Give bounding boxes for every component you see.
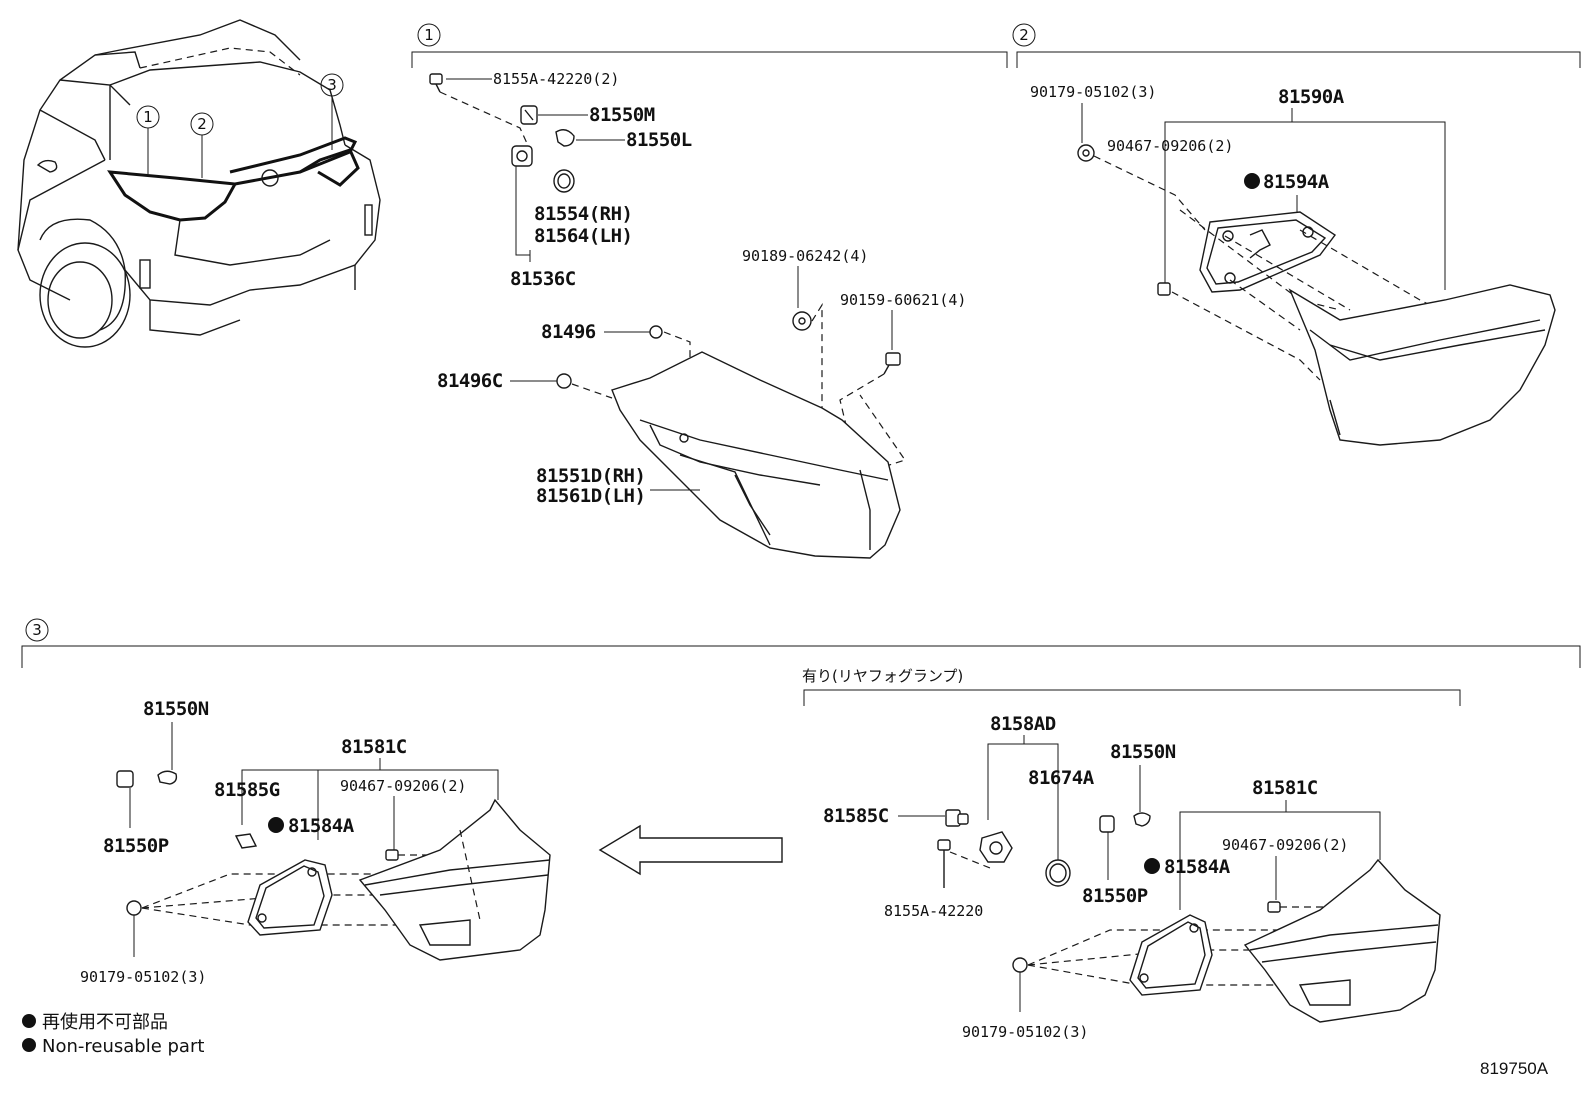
socket-icon [1099,815,1115,833]
label-90467-09206-s2: 90467-09206(2) [1107,137,1233,155]
direction-arrow [598,824,783,876]
cover-icon [945,809,969,827]
label-81594A: 81594A [1263,171,1330,193]
label-90179-05102-s2: 90179-05102(3) [1030,83,1156,101]
screw-icon [429,73,443,93]
label-81585G: 81585G [214,779,280,801]
label-81550N-left: 81550N [143,698,209,720]
nut-icon [792,311,812,331]
label-81550M: 81550M [589,104,655,126]
label-8155A-42220-right: 8155A-42220 [884,902,983,920]
clip-c-icon [556,373,572,389]
label-90159-60621: 90159-60621(4) [840,291,966,309]
bulb-socket-icon [520,105,538,125]
section-1-marker-circle [417,23,441,47]
clip-icon [649,325,663,339]
vehicle-overview: 1 2 3 [17,19,381,348]
section-1-marker: 1 [424,26,434,44]
section-3-marker: 3 [32,621,42,639]
bulb-icon [555,129,575,147]
section-2: 2 90179-05102(3) 81590A 90467-09206(2) 8… [1012,23,1581,446]
lamp-left [358,798,551,961]
label-90467-09206-left: 90467-09206(2) [340,777,466,795]
section-3-marker-circle [25,618,49,642]
screw-b-icon [883,352,901,375]
label-81554-RH: 81554(RH) [534,203,632,225]
clip-icon [385,849,399,861]
label-81584A-left: 81584A [288,815,355,837]
screw-icon [937,839,951,888]
legend-marker-jp-icon [22,1014,36,1028]
legend-marker-en-icon [22,1038,36,1052]
nut-icon [1077,144,1095,162]
callout-3-circle [320,73,344,97]
tail-lamp-assy [611,351,901,559]
legend-en: Non-reusable part [42,1036,204,1057]
nut-icon [126,900,142,916]
label-81564-LH: 81564(LH) [534,225,632,247]
label-81581C-left: 81581C [341,736,407,758]
label-81536C: 81536C [510,268,576,290]
label-81550N-right: 81550N [1110,741,1176,763]
callout-2-circle [190,112,214,136]
callout-2-number: 2 [197,115,207,133]
section-3: 3 81550N 81550P 81581C 81585G 90467-0920… [21,618,1581,1041]
clip-icon [1157,282,1171,296]
callout-1-circle [136,105,160,129]
label-90189-06242: 90189-06242(4) [742,247,868,265]
label-8158AD: 8158AD [990,713,1056,735]
nut-icon [1012,957,1028,973]
label-90179-05102-left: 90179-05102(3) [80,968,206,986]
socket-assy-icon [511,145,533,167]
label-81550P-left: 81550P [103,835,169,857]
label-81590A: 81590A [1278,86,1345,108]
label-81550P-right: 81550P [1082,885,1148,907]
rear-fog-heading: 有り(リヤフォグランプ) [802,667,963,685]
label-81551D-RH: 81551D(RH) [536,465,645,487]
label-81496C: 81496C [437,370,503,392]
section-2-marker-circle [1012,23,1036,47]
label-81584A-right: 81584A [1164,856,1231,878]
callout-1-number: 1 [143,108,153,126]
label-81550L: 81550L [626,129,692,151]
bulb-icon [1133,812,1151,827]
section-2-marker: 2 [1019,26,1029,44]
label-81496: 81496 [541,321,596,343]
non-reusable-marker-icon [1144,858,1160,874]
bulb-icon [157,770,178,785]
gasket-plate-left [247,859,333,936]
label-81561D-LH: 81561D(LH) [536,485,645,507]
socket-icon [116,770,134,788]
callout-3-number: 3 [327,76,337,94]
gasket-ring-icon [553,169,575,193]
label-90467-09206-right: 90467-09206(2) [1222,836,1348,854]
non-reusable-marker-icon [268,817,284,833]
label-8155A-42220: 8155A-42220(2) [493,70,619,88]
legend: 再使用不可部品 Non-reusable part [22,1012,204,1057]
label-81581C-right: 81581C [1252,777,1318,799]
tail-lamp-assy-2 [1288,284,1556,446]
label-81585C: 81585C [823,805,889,827]
label-81674A: 81674A [1028,767,1095,789]
non-reusable-marker-icon [1244,173,1260,189]
lamp-right [1243,858,1441,1023]
clip-icon [1267,901,1281,913]
diagram-code: 819750A [1480,1059,1549,1078]
gasket-plate-right [1129,914,1213,996]
label-90179-05102-right: 90179-05102(3) [962,1023,1088,1041]
fog-socket-icon [979,831,1013,863]
gasket-plate [1199,211,1337,293]
section-1: 1 8155A-42220(2) 81550M 81550L 81554 [411,23,1008,559]
cover-icon [234,833,258,849]
legend-jp: 再使用不可部品 [42,1012,168,1033]
